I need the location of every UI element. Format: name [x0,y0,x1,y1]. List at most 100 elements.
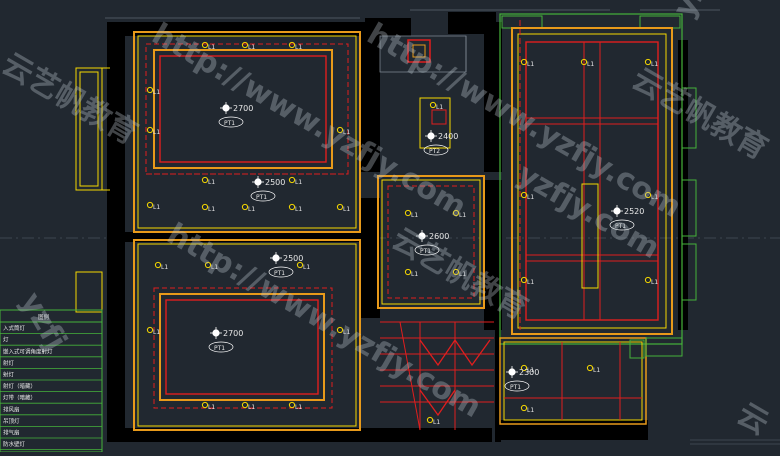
light-fixture: L1 [520,404,534,414]
ceiling-tag: PT1 [274,270,285,277]
light-fixture: L1 [201,203,215,213]
light-label: L1 [343,329,350,336]
light-fixture: L1 [154,261,168,271]
walls [107,12,688,442]
elevation-level: 2520 [624,207,644,216]
elevation-level: 2400 [438,132,458,141]
light-label: L1 [651,279,658,286]
light-label: L1 [248,44,255,51]
light-label: L1 [433,419,440,426]
light-label: L1 [587,61,594,68]
ceiling-tag: PT1 [224,120,235,127]
light-label: L1 [343,129,350,136]
light-fixture: L1 [146,326,160,336]
legend-header: 图例 [38,313,50,321]
light-fixture: L1 [452,209,466,219]
room-bottom-right[interactable] [499,337,683,425]
light-fixture: L1 [288,41,302,51]
light-label: L1 [651,194,658,201]
light-label: L1 [161,264,168,271]
watermark-fragment-3: 云 [731,397,774,442]
light-label: L1 [211,264,218,271]
light-label: L1 [295,44,302,51]
light-fixture: L1 [288,203,302,213]
legend-row-label: 射灯 [3,371,15,379]
light-fixture: L1 [201,41,215,51]
legend-row-label: 灯带（暗藏） [3,394,36,402]
ceiling-tag: PT1 [256,194,267,201]
elevation-level: 2300 [519,368,539,377]
legend-row-label: 排气扇 [3,429,20,437]
light-fixture: L1 [146,126,160,136]
light-fixture: L1 [201,176,215,186]
light-fixture: L1 [336,326,350,336]
light-label: L1 [651,61,658,68]
light-fixture: L1 [520,58,534,68]
watermark-fragment-2: yzfj [13,287,73,357]
legend-row-label: 入式筒灯 [3,324,26,332]
light-label: L1 [153,129,160,136]
ceiling-tag: PT1 [214,345,225,352]
light-fixture: L1 [520,364,534,374]
light-label: L1 [527,367,534,374]
light-label: L1 [459,271,466,278]
light-label: L1 [411,212,418,219]
legend-table[interactable]: 图例 入式筒灯灯嵌入式可调角度射灯射灯射灯射灯（暗藏）灯带（暗藏）排风扇吊顶灯排… [0,309,103,453]
legend-row-label: 吊顶灯 [3,417,20,425]
light-fixture: L1 [586,364,600,374]
light-fixture: L1 [644,191,658,201]
elevation-level: 2700 [223,329,243,338]
light-fixture: L1 [288,176,302,186]
light-fixture: L1 [520,191,534,201]
light-fixture: L1 [644,58,658,68]
light-fixture: L1 [146,86,160,96]
legend-row-label: 射灯（暗藏） [3,382,36,390]
light-label: L1 [208,404,215,411]
light-fixture: L1 [580,58,594,68]
light-fixture: L1 [452,268,466,278]
light-label: L1 [459,212,466,219]
light-label: L1 [295,404,302,411]
light-fixture: L1 [404,209,418,219]
elevation-level: 2500 [265,178,285,187]
center-area[interactable] [377,35,485,309]
light-label: L1 [153,89,160,96]
light-fixture: L1 [336,203,350,213]
watermark-brand-3: 云艺帆教育 [626,62,773,167]
room-bottom-left[interactable] [133,239,361,431]
light-label: L1 [527,279,534,286]
construction-lines [0,9,780,445]
light-fixture: L1 [146,201,160,211]
light-label: L1 [208,179,215,186]
legend-row-label: 灯 [3,336,9,344]
elevation-markers[interactable]: 2700PT12500PT12500PT12700PT12400PT22600P… [208,102,644,392]
ceiling-tag: PT1 [420,248,431,255]
light-label: L1 [593,367,600,374]
light-label: L1 [303,264,310,271]
legend-row-label: 射灯 [3,359,15,367]
light-fixture: L1 [241,203,255,213]
room-right[interactable] [499,13,697,345]
light-fixture: L1 [204,261,218,271]
elevation-level: 2600 [429,232,449,241]
light-label: L1 [153,204,160,211]
ceiling-tag: PT1 [615,223,626,230]
light-label: L1 [527,407,534,414]
light-fixture: L1 [404,268,418,278]
light-fixture: L1 [288,401,302,411]
light-label: L1 [295,206,302,213]
legend-row-label: 防水壁灯 [3,440,26,448]
light-label: L1 [248,206,255,213]
light-fixture: L1 [241,401,255,411]
